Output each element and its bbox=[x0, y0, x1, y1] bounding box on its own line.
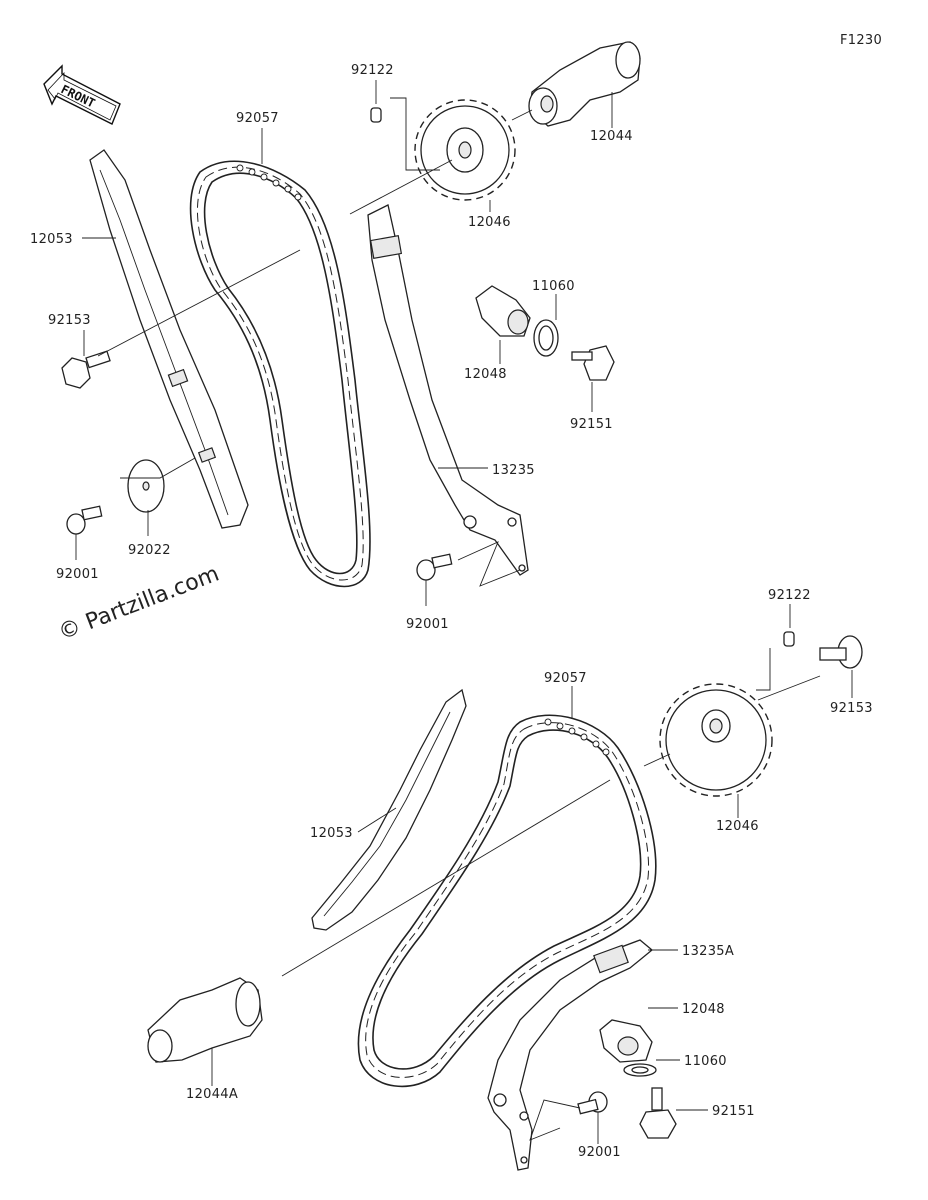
label-12044: 12044 bbox=[590, 129, 633, 144]
label-92122-bottom: 92122 bbox=[768, 588, 811, 603]
label-13235A: 13235A bbox=[682, 944, 734, 959]
cam-sprocket-top bbox=[414, 99, 516, 201]
label-12053-bottom: 12053 bbox=[310, 826, 353, 841]
tensioner-arm-bottom bbox=[487, 939, 654, 1171]
gasket-bottom bbox=[623, 1063, 657, 1077]
label-11060-bottom: 11060 bbox=[684, 1054, 727, 1069]
gasket-top bbox=[533, 319, 559, 357]
bolt-92001-left bbox=[66, 505, 103, 535]
label-92001-bottom: 92001 bbox=[578, 1145, 621, 1160]
camshaft-bottom bbox=[147, 977, 263, 1063]
label-13235: 13235 bbox=[492, 463, 535, 478]
leader-lines-bottom bbox=[211, 604, 853, 1144]
label-11060-top: 11060 bbox=[532, 279, 575, 294]
chain-guide-top bbox=[89, 149, 249, 529]
label-12048-top: 12048 bbox=[464, 367, 507, 382]
cam-sprocket-bottom bbox=[659, 683, 773, 797]
label-12044A: 12044A bbox=[186, 1087, 238, 1102]
figure-code: F1230 bbox=[840, 33, 882, 48]
label-12048-bottom: 12048 bbox=[682, 1002, 725, 1017]
tensioner-top bbox=[475, 285, 531, 337]
tensioner-arm-top bbox=[367, 204, 529, 576]
dowel-pin-bottom bbox=[783, 631, 795, 647]
washer-92022 bbox=[127, 459, 165, 513]
camshaft-top bbox=[528, 41, 641, 127]
plug-bolt-top bbox=[571, 345, 615, 381]
label-92001-mid: 92001 bbox=[406, 617, 449, 632]
bolt-92153-top bbox=[61, 350, 111, 389]
cam-chain-top bbox=[189, 160, 371, 588]
label-12053-top: 12053 bbox=[30, 232, 73, 247]
front-arrow-icon: FRONT bbox=[43, 64, 121, 125]
label-92057-top: 92057 bbox=[236, 111, 279, 126]
plug-bolt-bottom bbox=[639, 1087, 677, 1139]
tensioner-bottom bbox=[599, 1019, 653, 1063]
bolt-92001-mid bbox=[416, 553, 453, 581]
label-12046-top: 12046 bbox=[468, 215, 511, 230]
bolt-92153-bottom bbox=[819, 635, 863, 669]
leader-lines-top bbox=[75, 80, 613, 606]
cam-chain-bottom bbox=[357, 714, 657, 1088]
label-92122-top: 92122 bbox=[351, 63, 394, 78]
bolt-92001-bottom bbox=[577, 1091, 608, 1115]
label-92151-bottom: 92151 bbox=[712, 1104, 755, 1119]
label-92153-bottom: 92153 bbox=[830, 701, 873, 716]
chain-guide-bottom bbox=[311, 688, 467, 931]
label-92022: 92022 bbox=[128, 543, 171, 558]
label-92151-top: 92151 bbox=[570, 417, 613, 432]
dowel-pin-top bbox=[370, 107, 382, 123]
label-92153-top: 92153 bbox=[48, 313, 91, 328]
label-92057-bottom: 92057 bbox=[544, 671, 587, 686]
label-92001-left: 92001 bbox=[56, 567, 99, 582]
label-12046-bottom: 12046 bbox=[716, 819, 759, 834]
